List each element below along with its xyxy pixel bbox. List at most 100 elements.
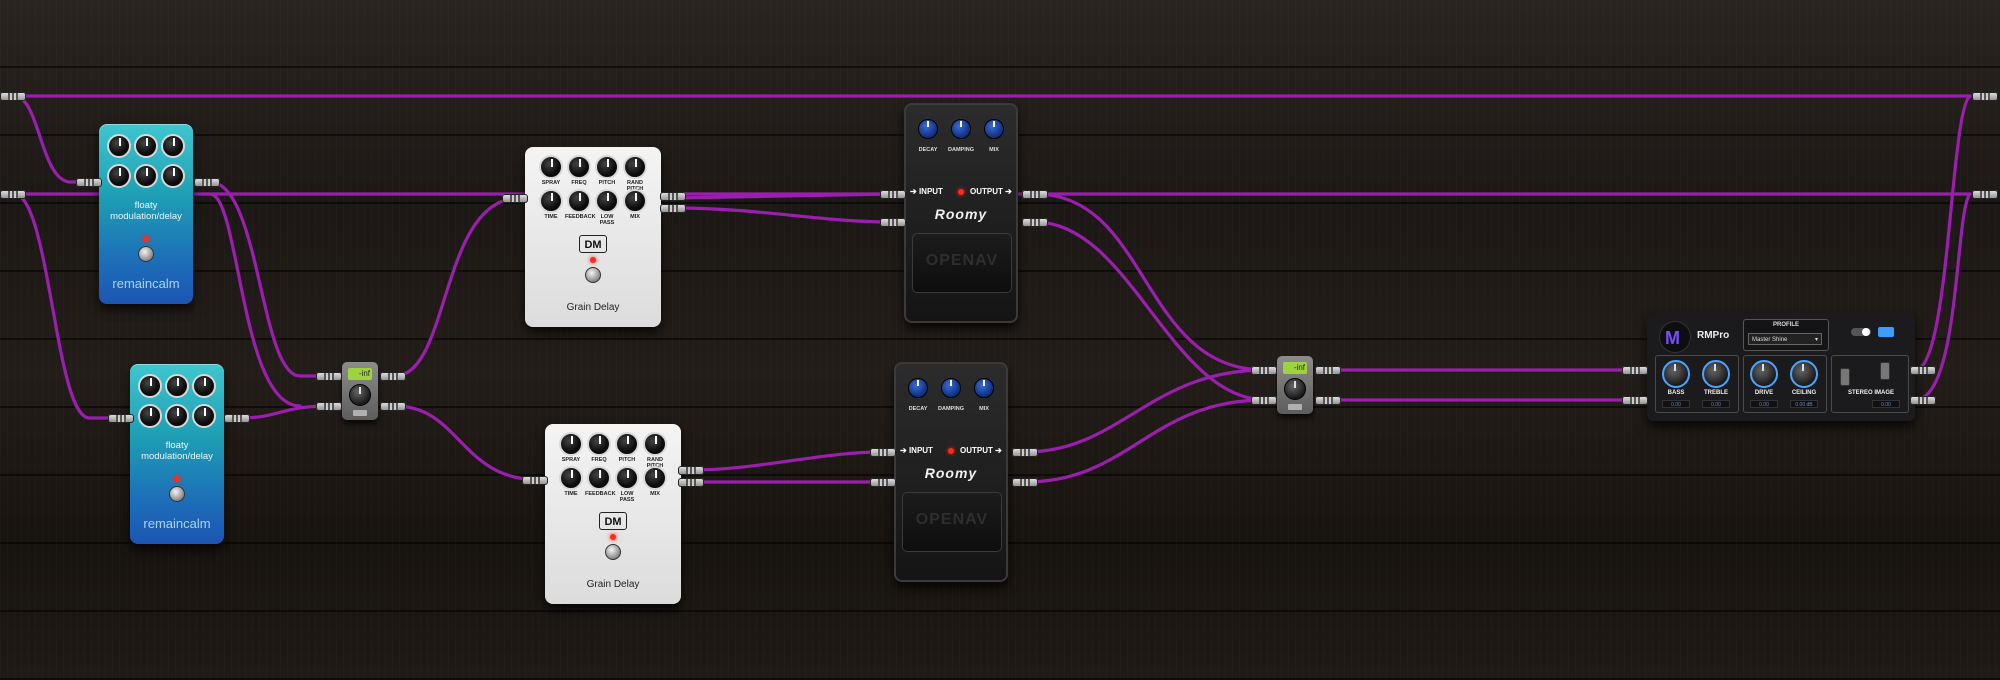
- roomy-pedal-bottom[interactable]: DECAY DAMPING MIX ➔ INPUT OUTPUT ➔ Roomy…: [894, 362, 1008, 582]
- floaty-knob[interactable]: [138, 404, 162, 428]
- grain-delay-pedal-top[interactable]: SPRAY FREQ PITCH RAND PITCH TIME FEEDBAC…: [525, 147, 661, 327]
- grain-bottom-output-jack-2[interactable]: [678, 478, 704, 487]
- bass-knob[interactable]: [1662, 360, 1690, 388]
- roomy-knob-mix[interactable]: [974, 378, 994, 398]
- footswitch[interactable]: [605, 544, 621, 560]
- system-input-jack-2[interactable]: [0, 190, 26, 199]
- roomy-knob-damping[interactable]: [941, 378, 961, 398]
- gain-knob[interactable]: [349, 384, 371, 406]
- gain-utility-left[interactable]: -inf: [342, 362, 378, 420]
- treble-value[interactable]: 0.00: [1702, 400, 1730, 408]
- roomy-top-output-jack-1[interactable]: [1022, 190, 1048, 199]
- system-output-jack-2[interactable]: [1972, 190, 1998, 199]
- grain-knob[interactable]: [539, 189, 563, 213]
- roomy-knob-decay[interactable]: [908, 378, 928, 398]
- stereo-image-value[interactable]: 0.00: [1872, 400, 1900, 408]
- roomy-bottom-input-jack-2[interactable]: [870, 478, 896, 487]
- gain-right-input-jack-2[interactable]: [1251, 396, 1277, 405]
- floaty-knob[interactable]: [192, 404, 216, 428]
- roomy-bottom-output-jack-1[interactable]: [1012, 448, 1038, 457]
- rmpro-input-jack-2[interactable]: [1622, 396, 1648, 405]
- stereo-switch-left[interactable]: [1840, 368, 1850, 386]
- floaty-knob[interactable]: [134, 134, 158, 158]
- grain-knob[interactable]: [587, 432, 611, 456]
- footswitch[interactable]: [585, 267, 601, 283]
- gain-right-input-jack-1[interactable]: [1251, 366, 1277, 375]
- roomy-footswitch[interactable]: OPENAV: [902, 492, 1002, 552]
- treble-knob[interactable]: [1702, 360, 1730, 388]
- gain-left-input-jack-2[interactable]: [316, 402, 342, 411]
- rmpro-output-jack-1[interactable]: [1910, 366, 1936, 375]
- roomy-knob-damping[interactable]: [951, 119, 971, 139]
- gain-left-output-jack-2[interactable]: [380, 402, 406, 411]
- grain-knob[interactable]: [643, 432, 667, 456]
- roomy-bottom-input-jack-1[interactable]: [870, 448, 896, 457]
- footswitch[interactable]: [169, 486, 185, 502]
- gain-right-output-jack-1[interactable]: [1315, 366, 1341, 375]
- grain-knob[interactable]: [567, 155, 591, 179]
- power-button[interactable]: [1878, 327, 1894, 337]
- roomy-bottom-output-jack-2[interactable]: [1012, 478, 1038, 487]
- floaty-knob[interactable]: [134, 164, 158, 188]
- grain-bottom-input-jack[interactable]: [522, 476, 548, 485]
- grain-knob[interactable]: [595, 189, 619, 213]
- floaty-knob[interactable]: [165, 404, 189, 428]
- system-input-jack-1[interactable]: [0, 92, 26, 101]
- grain-knob[interactable]: [615, 466, 639, 490]
- stereo-switch-right[interactable]: [1880, 362, 1890, 380]
- rmpro-output-jack-2[interactable]: [1910, 396, 1936, 405]
- drive-value[interactable]: 0.00: [1750, 400, 1778, 408]
- floaty-bottom-input-jack[interactable]: [108, 414, 134, 423]
- roomy-top-input-jack-2[interactable]: [880, 218, 906, 227]
- ceiling-knob[interactable]: [1790, 360, 1818, 388]
- roomy-top-output-jack-2[interactable]: [1022, 218, 1048, 227]
- floaty-knob[interactable]: [192, 374, 216, 398]
- floaty-bottom-output-jack[interactable]: [224, 414, 250, 423]
- floaty-knob[interactable]: [107, 134, 131, 158]
- profile-dropdown[interactable]: Master Shine▾: [1748, 333, 1822, 345]
- gain-left-input-jack-1[interactable]: [316, 372, 342, 381]
- system-output-jack-1[interactable]: [1972, 92, 1998, 101]
- roomy-top-input-jack-1[interactable]: [880, 190, 906, 199]
- grain-bottom-output-jack-1[interactable]: [678, 466, 704, 475]
- roomy-pedal-top[interactable]: DECAY DAMPING MIX ➔ INPUT OUTPUT ➔ Roomy…: [904, 103, 1018, 323]
- gain-utility-right[interactable]: -inf: [1277, 356, 1313, 414]
- floaty-knob[interactable]: [161, 164, 185, 188]
- grain-knob[interactable]: [595, 155, 619, 179]
- roomy-footswitch[interactable]: OPENAV: [912, 233, 1012, 293]
- grain-top-input-jack[interactable]: [502, 194, 528, 203]
- grain-knob[interactable]: [587, 466, 611, 490]
- floaty-top-output-jack[interactable]: [194, 178, 220, 187]
- bypass-toggle[interactable]: [1851, 328, 1871, 336]
- drive-knob[interactable]: [1750, 360, 1778, 388]
- grain-knob[interactable]: [539, 155, 563, 179]
- gain-knob[interactable]: [1284, 378, 1306, 400]
- rmpro-input-jack-1[interactable]: [1622, 366, 1648, 375]
- gain-button[interactable]: [353, 410, 367, 416]
- floaty-knob[interactable]: [107, 164, 131, 188]
- floaty-knob[interactable]: [138, 374, 162, 398]
- grain-knob[interactable]: [559, 466, 583, 490]
- floaty-top-input-jack[interactable]: [76, 178, 102, 187]
- floaty-knob[interactable]: [165, 374, 189, 398]
- ceiling-value[interactable]: 0.00 dB: [1790, 400, 1818, 408]
- grain-knob[interactable]: [567, 189, 591, 213]
- grain-knob[interactable]: [643, 466, 667, 490]
- grain-knob[interactable]: [559, 432, 583, 456]
- gain-right-output-jack-2[interactable]: [1315, 396, 1341, 405]
- grain-knob[interactable]: [623, 155, 647, 179]
- roomy-knob-decay[interactable]: [918, 119, 938, 139]
- floaty-knob[interactable]: [161, 134, 185, 158]
- footswitch[interactable]: [138, 246, 154, 262]
- gain-button[interactable]: [1288, 404, 1302, 410]
- roomy-knob-mix[interactable]: [984, 119, 1004, 139]
- bass-value[interactable]: 0.00: [1662, 400, 1690, 408]
- grain-top-output-jack-1[interactable]: [660, 192, 686, 201]
- grain-top-output-jack-2[interactable]: [660, 204, 686, 213]
- grain-knob[interactable]: [623, 189, 647, 213]
- grain-delay-pedal-bottom[interactable]: SPRAY FREQ PITCH RAND PITCH TIME FEEDBAC…: [545, 424, 681, 604]
- grain-knob[interactable]: [615, 432, 639, 456]
